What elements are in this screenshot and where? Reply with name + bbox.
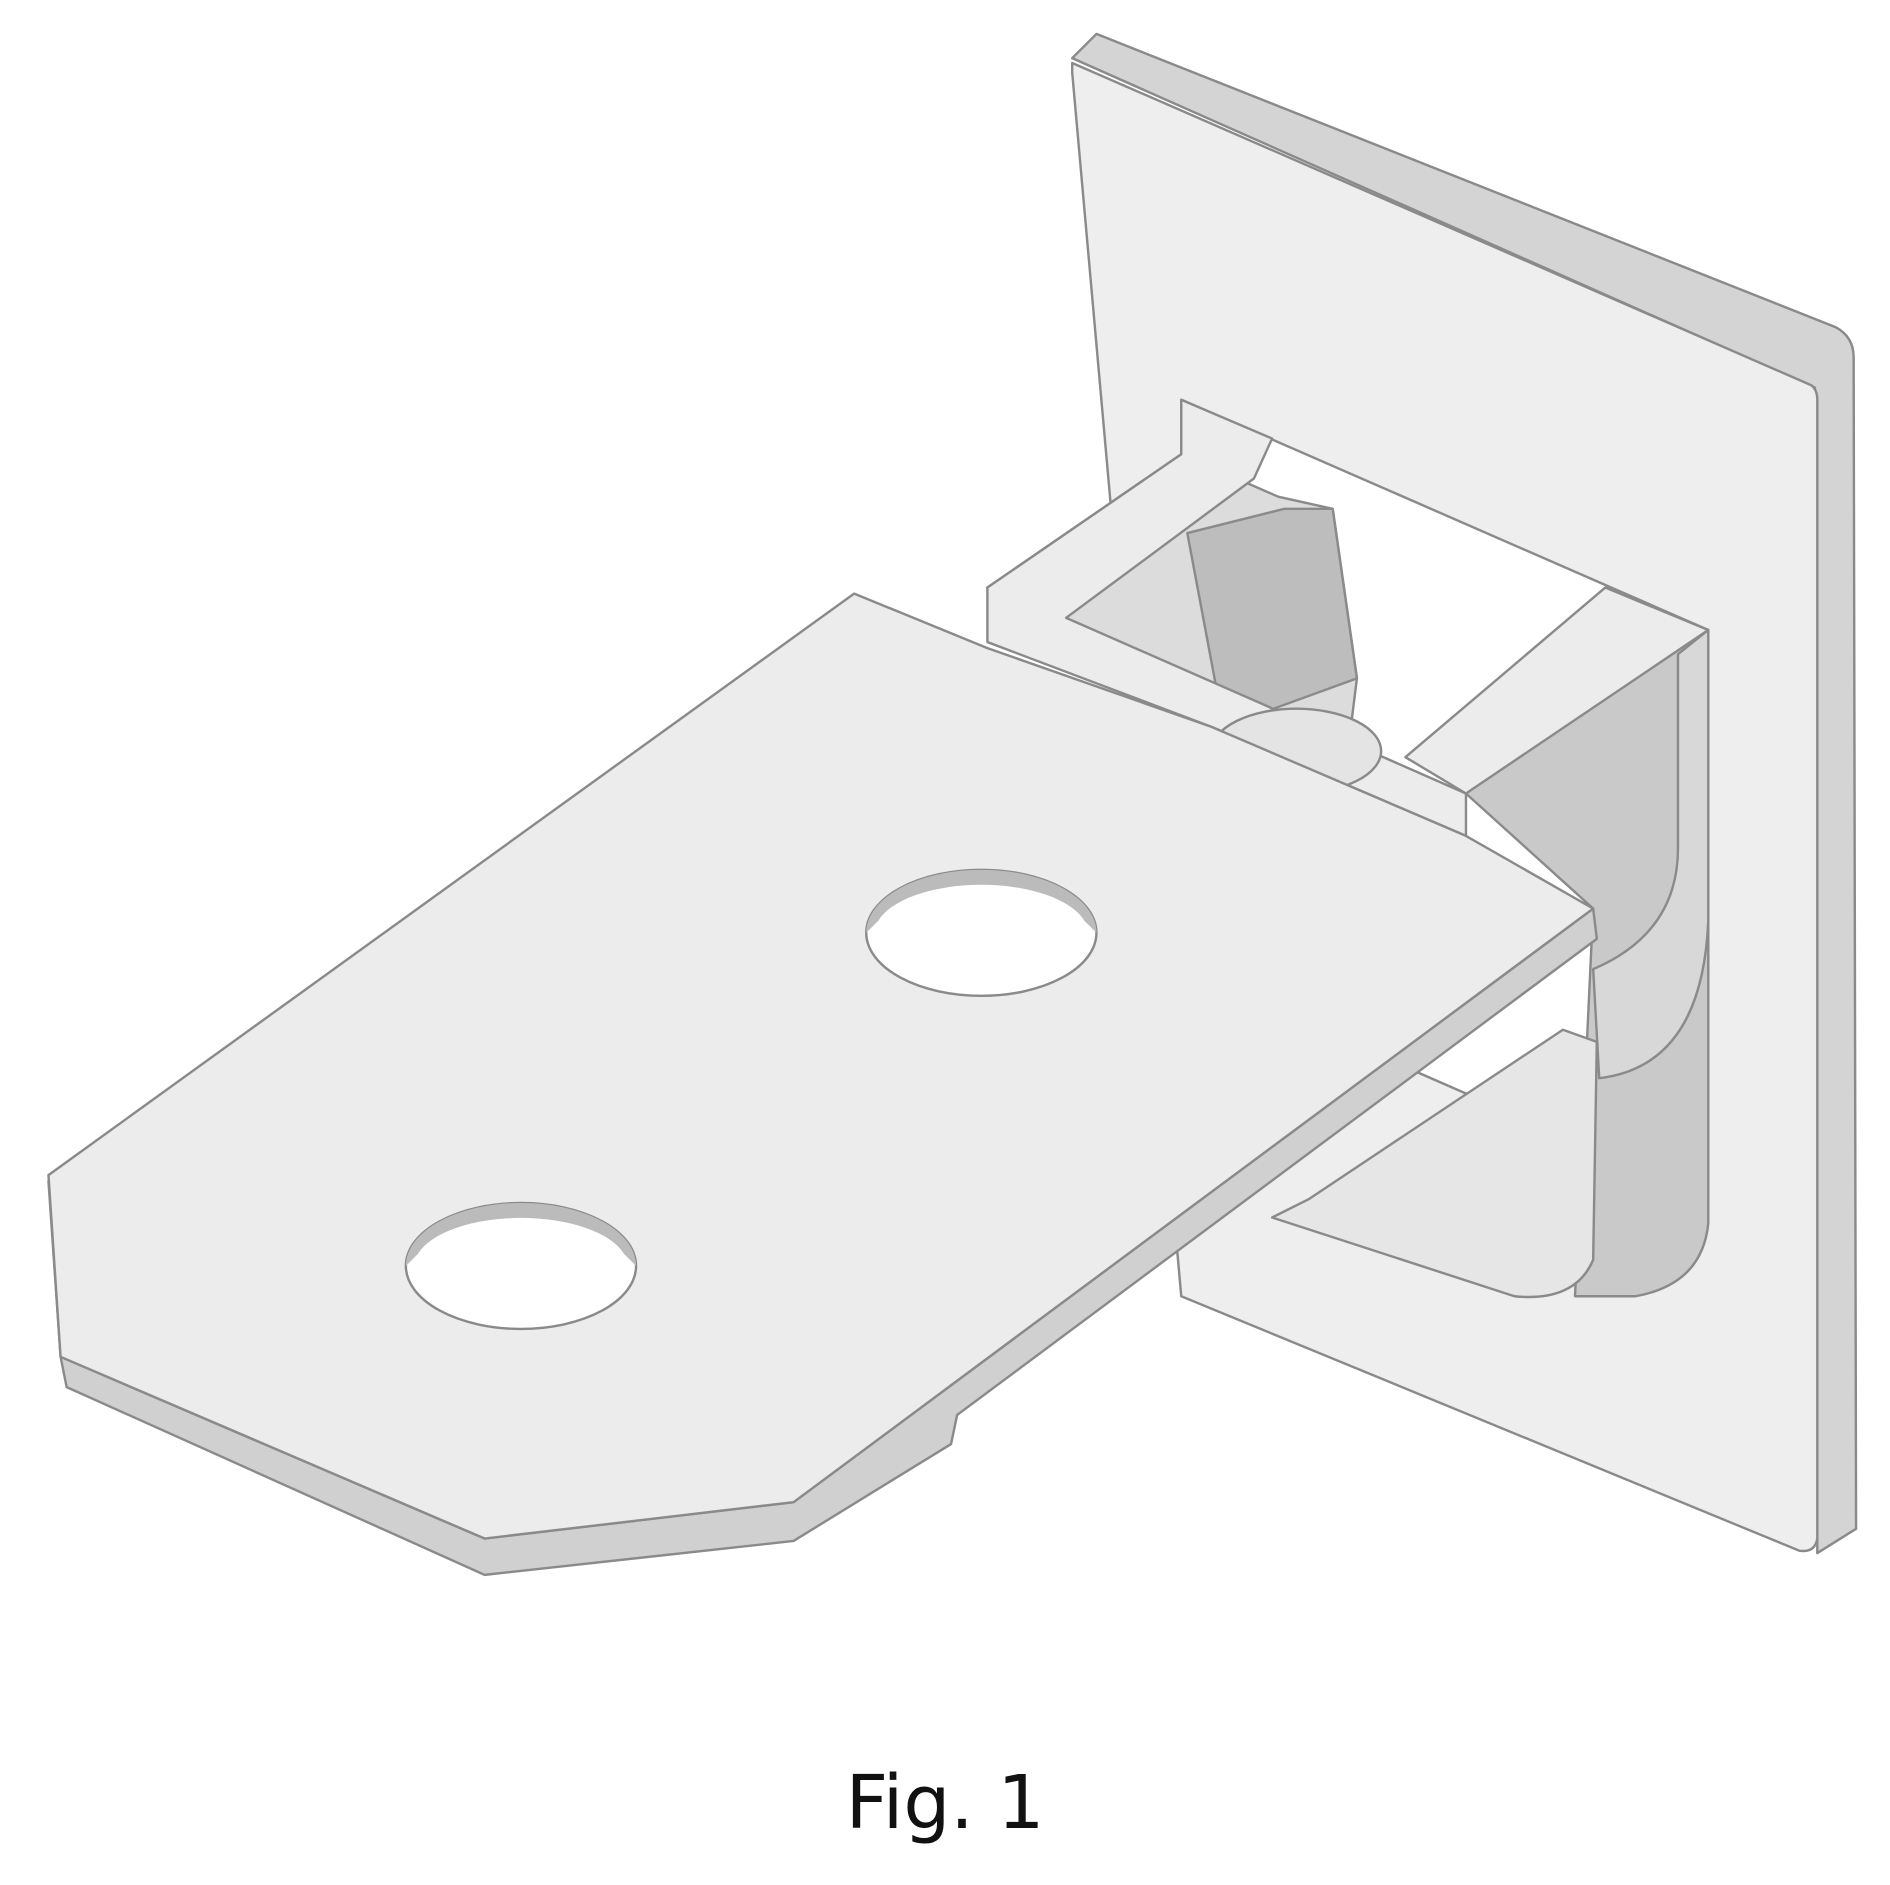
housing-right-wall (1464, 628, 1710, 1298)
figure-caption: Fig. 1 (845, 1760, 1045, 1846)
housing-right-rim (1404, 586, 1710, 795)
hole-rear-wall (866, 869, 1097, 933)
arm-side-web (1270, 1028, 1599, 1299)
housing-curve (1591, 628, 1710, 1080)
back-plate-edge (1070, 32, 1858, 1555)
hole-front-wall (405, 1202, 637, 1266)
